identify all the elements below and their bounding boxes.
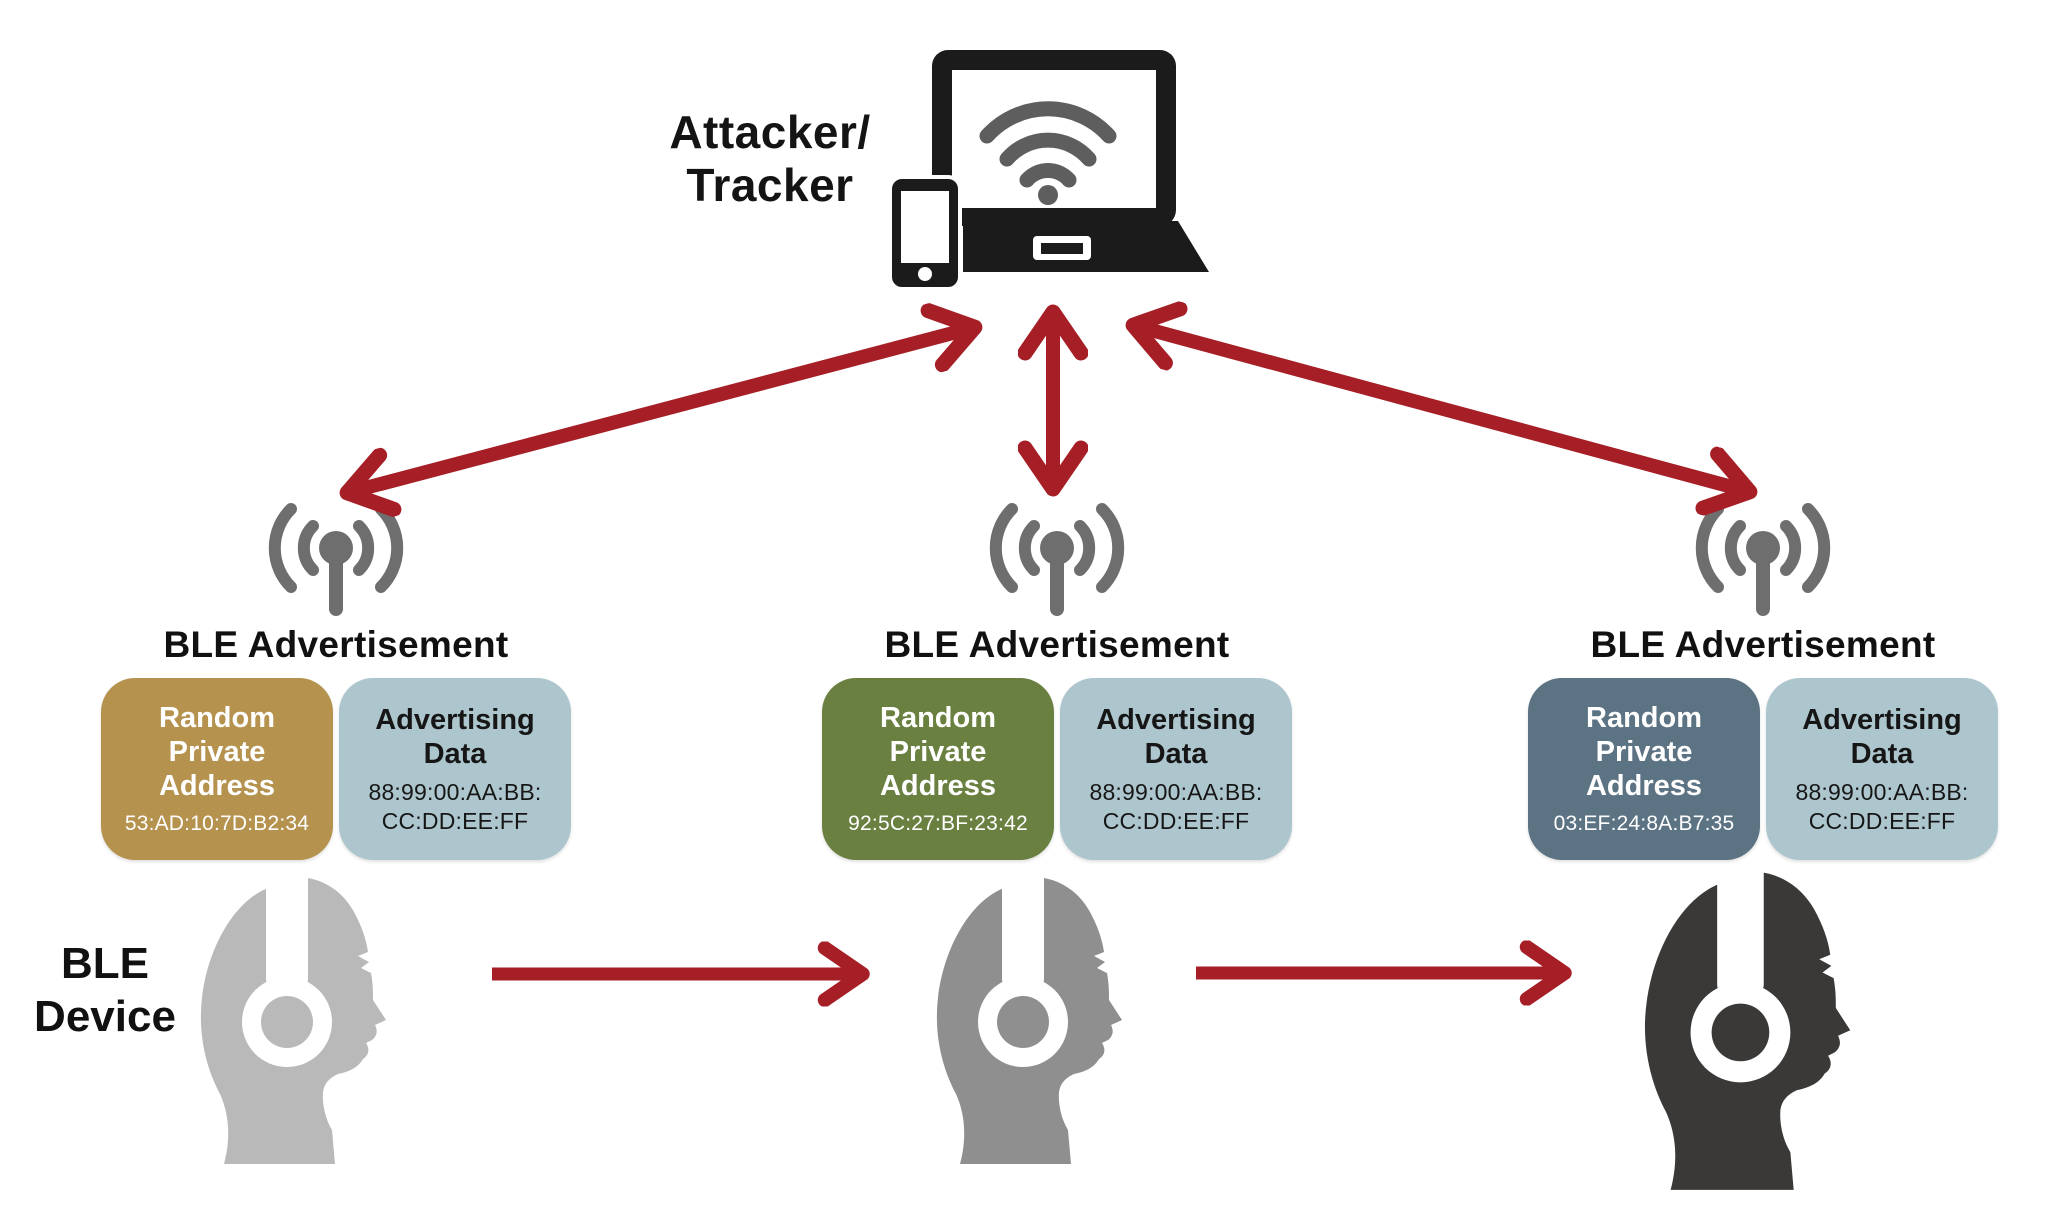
attacker-label-line1: Attacker/ [669, 106, 871, 158]
laptop-slot-inner [1041, 243, 1083, 254]
random-private-address-value: 03:EF:24:8A:B7:35 [1553, 811, 1735, 835]
advertising-data-box: Advertising Data 88:99:00:AA:BB: CC:DD:E… [1060, 678, 1292, 860]
attacker-label: Attacker/ Tracker [570, 106, 970, 213]
ble-advertisement-label: BLE Advertisement [884, 624, 1230, 665]
advertisement-boxes: Random Private Address 92:5C:27:BF:23:42… [817, 678, 1297, 860]
arrow-attacker-left-station [350, 328, 972, 492]
random-private-address-title: Random Private Address [158, 702, 276, 803]
ble-device-label-line1: BLE [61, 939, 149, 988]
ble-advertisement-label: BLE Advertisement [1590, 624, 1936, 665]
advertising-data-title: Advertising Data [375, 703, 535, 770]
random-private-address-value: 53:AD:10:7D:B2:34 [124, 811, 310, 835]
advertising-data-value: 88:99:00:AA:BB: CC:DD:EE:FF [1089, 778, 1263, 834]
wifi-icon [979, 101, 1117, 205]
head-with-headphones-icon-light [200, 872, 386, 1164]
ble-advertisement-label: BLE Advertisement [163, 624, 509, 665]
random-private-address-value: 92:5C:27:BF:23:42 [848, 811, 1028, 835]
ble-station-1: BLE Advertisement Random Private Address… [96, 500, 576, 860]
antenna-broadcast-icon [1695, 503, 1831, 616]
random-private-address-title: Random Private Address [879, 702, 997, 803]
head-with-headphones-icon-dark [1644, 866, 1851, 1190]
laptop-wifi-and-phone-icon [888, 50, 1209, 291]
random-private-address-box: Random Private Address 53:AD:10:7D:B2:34 [101, 678, 333, 860]
advertising-data-box: Advertising Data 88:99:00:AA:BB: CC:DD:E… [339, 678, 571, 860]
random-private-address-box: Random Private Address 92:5C:27:BF:23:42 [822, 678, 1054, 860]
random-private-address-title: Random Private Address [1585, 702, 1703, 803]
headphone-band [1002, 872, 1044, 988]
antenna-broadcast-icon [989, 503, 1125, 616]
headphone-band [1717, 866, 1764, 995]
attacker-label-line2: Tracker [686, 159, 854, 212]
advertising-data-value: 88:99:00:AA:BB: CC:DD:EE:FF [368, 778, 542, 834]
advertisement-boxes: Random Private Address 53:AD:10:7D:B2:34… [96, 678, 576, 860]
antenna-broadcast-icon [268, 503, 404, 616]
ble-station-3: BLE Advertisement Random Private Address… [1523, 500, 2003, 860]
random-private-address-box: Random Private Address 03:EF:24:8A:B7:35 [1528, 678, 1760, 860]
headphone-band [266, 872, 308, 988]
advertising-data-box: Advertising Data 88:99:00:AA:BB: CC:DD:E… [1766, 678, 1998, 860]
ble-station-2: BLE Advertisement Random Private Address… [817, 500, 1297, 860]
arrow-attacker-right-station [1136, 326, 1747, 491]
advertising-data-title: Advertising Data [1096, 703, 1256, 770]
advertising-data-title: Advertising Data [1802, 703, 1962, 770]
advertising-data-value: 88:99:00:AA:BB: CC:DD:EE:FF [1795, 778, 1969, 834]
ble-device-label-line2: Device [34, 991, 176, 1041]
smartphone-home-button [918, 267, 932, 281]
advertisement-boxes: Random Private Address 03:EF:24:8A:B7:35… [1523, 678, 2003, 860]
ble-device-label: BLE Device [5, 938, 205, 1044]
head-with-headphones-icon-mid [936, 872, 1122, 1164]
smartphone-screen [901, 191, 949, 263]
